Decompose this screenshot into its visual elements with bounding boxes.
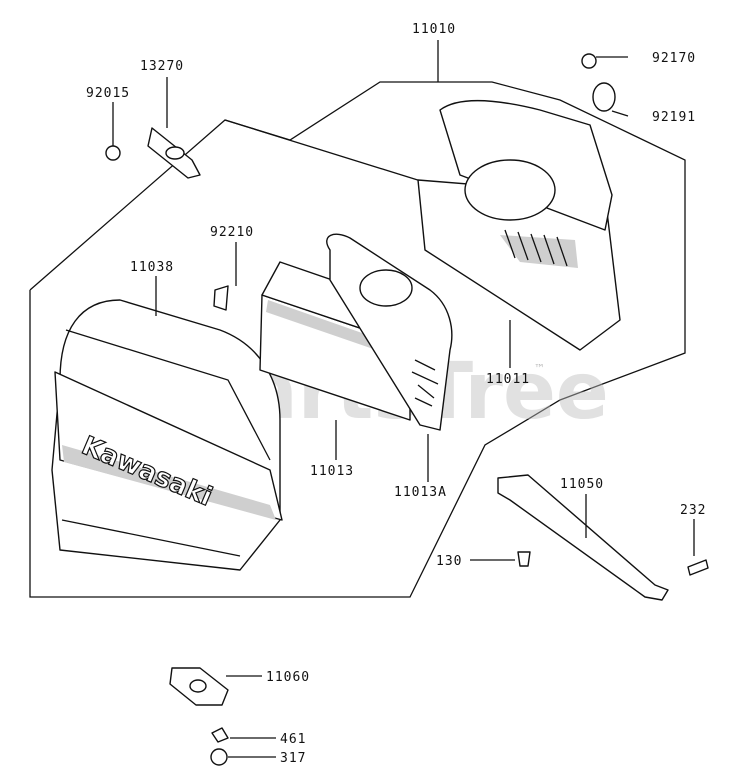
- part-92191-grommet[interactable]: [592, 82, 616, 112]
- part-11013a-precleaner[interactable]: [326, 233, 453, 431]
- label-13270: 13270: [140, 59, 184, 74]
- label-11060: 11060: [266, 670, 310, 685]
- leader-lines: [112, 40, 695, 758]
- part-92210-clip[interactable]: [213, 285, 229, 311]
- label-11013a: 11013A: [394, 485, 447, 500]
- part-11011-base[interactable]: [417, 99, 621, 351]
- label-11011: 11011: [486, 372, 530, 387]
- label-92210: 92210: [210, 225, 254, 240]
- label-92191: 92191: [652, 110, 696, 125]
- label-232: 232: [680, 503, 706, 518]
- label-461: 461: [280, 732, 306, 747]
- label-92170: 92170: [652, 51, 696, 66]
- label-11038: 11038: [130, 260, 174, 275]
- part-461-washer[interactable]: [211, 727, 229, 743]
- label-11050: 11050: [560, 477, 604, 492]
- label-11013: 11013: [310, 464, 354, 479]
- part-11038-cover[interactable]: Kawasaki: [51, 299, 283, 571]
- part-13270-gasket[interactable]: [147, 127, 201, 179]
- label-317: 317: [280, 751, 306, 766]
- label-11010: 11010: [412, 22, 456, 37]
- part-92170-screw[interactable]: [581, 53, 597, 69]
- label-92015: 92015: [86, 86, 130, 101]
- label-130: 130: [436, 554, 462, 569]
- callout-labels: 11010 13270 92015 92170 92191 92210 1103…: [86, 22, 706, 766]
- part-317-nut[interactable]: [210, 748, 228, 766]
- watermark-trademark: ™: [534, 362, 545, 375]
- part-92015-nut[interactable]: [105, 145, 121, 161]
- part-11050-bracket[interactable]: [497, 474, 669, 601]
- part-232-bolt[interactable]: [687, 559, 709, 576]
- part-130-bolt[interactable]: [517, 551, 531, 567]
- part-11060-gasket[interactable]: [169, 667, 229, 706]
